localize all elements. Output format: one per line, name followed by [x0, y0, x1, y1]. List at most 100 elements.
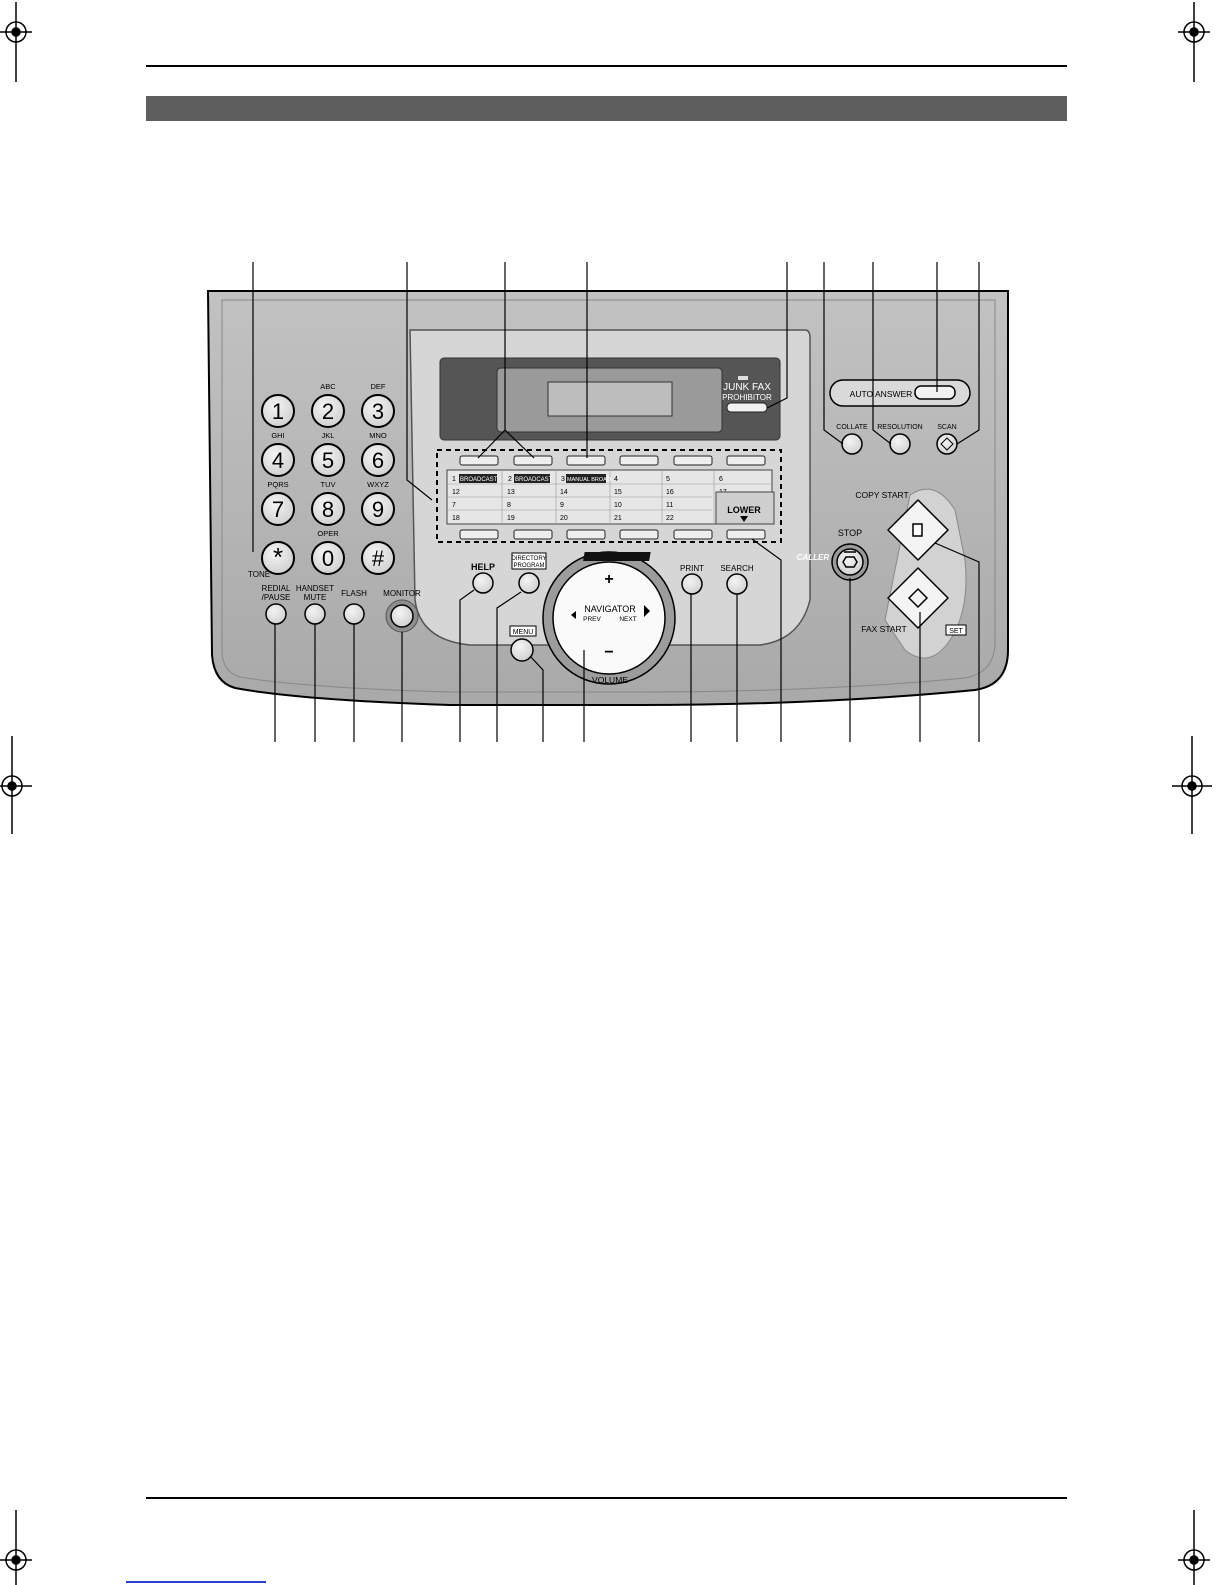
- station-button[interactable]: [459, 455, 499, 466]
- keypad-key-digit: 4: [272, 448, 284, 473]
- svg-text:10: 10: [614, 502, 622, 509]
- resolution-button[interactable]: [889, 433, 911, 455]
- station-button[interactable]: [513, 455, 553, 466]
- navigator-next: NEXT: [619, 616, 636, 623]
- keypad-key-star[interactable]: *: [261, 541, 295, 575]
- keypad-key-button[interactable]: [261, 443, 295, 477]
- svg-text:HANDSET: HANDSET: [296, 584, 334, 593]
- tone-label: TONE: [248, 570, 270, 579]
- keypad-key-digit: 7: [272, 497, 284, 522]
- svg-text:21: 21: [614, 515, 622, 522]
- keypad-key-digit: 8: [322, 497, 334, 522]
- collate-button[interactable]: [841, 433, 863, 455]
- keypad-key-button[interactable]: [361, 492, 395, 526]
- menu-button[interactable]: [510, 638, 534, 662]
- keypad-key-button[interactable]: [361, 443, 395, 477]
- station-row-3: 7 8 9 10 11: [452, 502, 673, 509]
- station-button[interactable]: [459, 529, 499, 540]
- svg-text:MONITOR: MONITOR: [383, 589, 421, 598]
- redial-pause-button[interactable]: [265, 603, 287, 625]
- print-label: PRINT: [680, 564, 704, 573]
- copy-icon: [912, 523, 923, 537]
- keypad-key-button[interactable]: [311, 492, 345, 526]
- auto-answer-button[interactable]: [914, 385, 956, 400]
- flash-button[interactable]: [343, 603, 365, 625]
- keypad-key-digit: 0: [322, 546, 334, 571]
- svg-text:BROADCAST: BROADCAST: [460, 477, 498, 483]
- fax-start-button[interactable]: [887, 567, 949, 629]
- search-label: SEARCH: [720, 564, 754, 573]
- directory-program-button[interactable]: [518, 572, 540, 594]
- start-diamond-icon: [907, 587, 929, 609]
- svg-text:16: 16: [666, 489, 674, 496]
- station-button[interactable]: [566, 529, 606, 540]
- keypad-key-button[interactable]: [311, 541, 345, 575]
- keypad-key-letters: MNO: [369, 431, 387, 440]
- station-button[interactable]: [673, 455, 713, 466]
- top-rule: [146, 65, 1067, 67]
- svg-text:13: 13: [507, 489, 515, 496]
- stop-button[interactable]: [836, 548, 864, 576]
- fax-start-label: FAX START: [861, 624, 907, 634]
- station-buttons-top: [459, 455, 766, 466]
- navigator-dial[interactable]: [552, 561, 666, 675]
- svg-text:9: 9: [560, 502, 564, 509]
- keypad-key-button[interactable]: [361, 541, 395, 575]
- keypad-key-button[interactable]: [261, 492, 295, 526]
- station-button[interactable]: [566, 455, 606, 466]
- svg-text:15: 15: [614, 489, 622, 496]
- station-button[interactable]: [619, 455, 659, 466]
- search-button[interactable]: [726, 573, 748, 595]
- help-label: HELP: [471, 562, 495, 572]
- keypad-key-digit: 3: [372, 399, 384, 424]
- lower-button[interactable]: [726, 529, 766, 540]
- junk-fax-label-2: PROHIBITOR: [722, 393, 772, 402]
- svg-text:12: 12: [452, 489, 460, 496]
- keypad-key-1[interactable]: 1: [261, 394, 295, 428]
- station-button[interactable]: [726, 455, 766, 466]
- help-button[interactable]: [472, 572, 494, 594]
- svg-text:20: 20: [560, 515, 568, 522]
- svg-text:3: 3: [561, 476, 565, 483]
- keypad-key-button[interactable]: [261, 541, 295, 575]
- keypad-key-button[interactable]: [311, 394, 345, 428]
- keypad-key-letters: GHI: [271, 431, 284, 440]
- keypad-key-4[interactable]: 4 GHI: [261, 431, 295, 477]
- station-row-4: 18 19 20 21 22: [452, 515, 674, 522]
- keypad-key-letters: WXYZ: [367, 480, 389, 489]
- keypad-key-hash[interactable]: #: [361, 541, 395, 575]
- scan-button[interactable]: [936, 433, 958, 455]
- svg-text:BROADCAST: BROADCAST: [515, 477, 553, 483]
- lcd-screen: [547, 381, 673, 417]
- navigator-label: NAVIGATOR: [584, 604, 636, 614]
- auto-answer-label: AUTO ANSWER: [850, 389, 913, 399]
- keypad-key-3[interactable]: 3 DEF: [361, 382, 395, 428]
- print-button[interactable]: [681, 573, 703, 595]
- junk-fax-indicator: [738, 376, 748, 380]
- caller-id-label: CALLER ID: [797, 553, 840, 562]
- keypad-key-button[interactable]: [361, 394, 395, 428]
- keypad-key-button[interactable]: [311, 443, 345, 477]
- station-button[interactable]: [673, 529, 713, 540]
- keypad-key-digit: 5: [322, 448, 334, 473]
- handset-mute-button[interactable]: [304, 603, 326, 625]
- junk-fax-prohibitor-button[interactable]: [726, 402, 768, 413]
- set-label-box: [945, 624, 967, 636]
- keypad-key-button[interactable]: [261, 394, 295, 428]
- station-button[interactable]: [513, 529, 553, 540]
- keypad-key-letters: DEF: [371, 382, 386, 391]
- station-button[interactable]: [619, 529, 659, 540]
- monitor-button[interactable]: [390, 604, 414, 628]
- svg-text:7: 7: [452, 502, 456, 509]
- svg-text:11: 11: [666, 502, 673, 509]
